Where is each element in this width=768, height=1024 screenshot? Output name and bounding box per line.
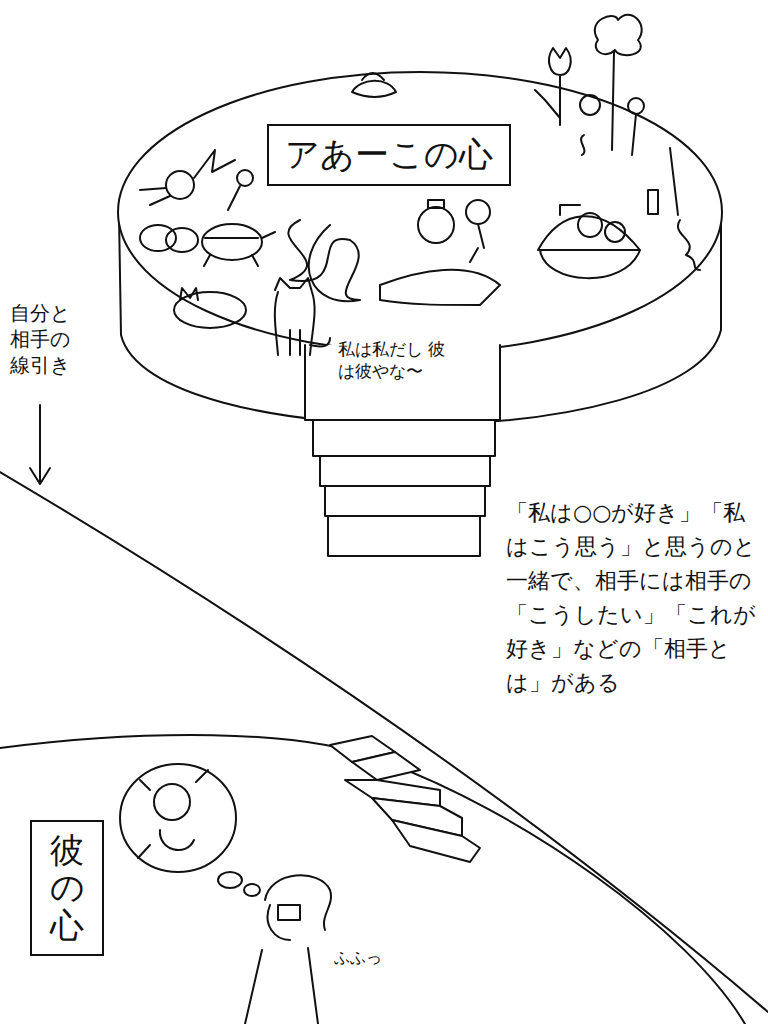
stair-step bbox=[320, 456, 490, 486]
laugh-text: ふふっ bbox=[334, 948, 398, 967]
speech-text: 私は私だし 彼は彼やな〜 bbox=[338, 338, 457, 382]
sign-text: アあーこの心 bbox=[285, 132, 493, 178]
stair-step bbox=[313, 420, 495, 456]
divider-line bbox=[0, 472, 768, 1012]
platform-top bbox=[118, 72, 722, 352]
heart-sign-vertical: 彼の心 bbox=[30, 820, 104, 956]
stair-step bbox=[328, 516, 480, 556]
side-note: 自分と相手の線引き bbox=[10, 300, 72, 378]
bottom-stairs bbox=[330, 736, 480, 862]
thought-bubble bbox=[120, 764, 331, 1024]
stair-step bbox=[325, 486, 485, 516]
doodles bbox=[140, 15, 700, 355]
sign-text: 彼の心 bbox=[50, 832, 84, 944]
heart-sign: アあーこの心 bbox=[267, 124, 511, 186]
platform-edge bbox=[0, 735, 745, 1024]
pointer-arrow bbox=[30, 405, 50, 484]
explanation-text: 「私は○○が好き」「私はこう思う」と思うのと一緒で、相手には相手の「こうしたい」… bbox=[506, 496, 756, 701]
